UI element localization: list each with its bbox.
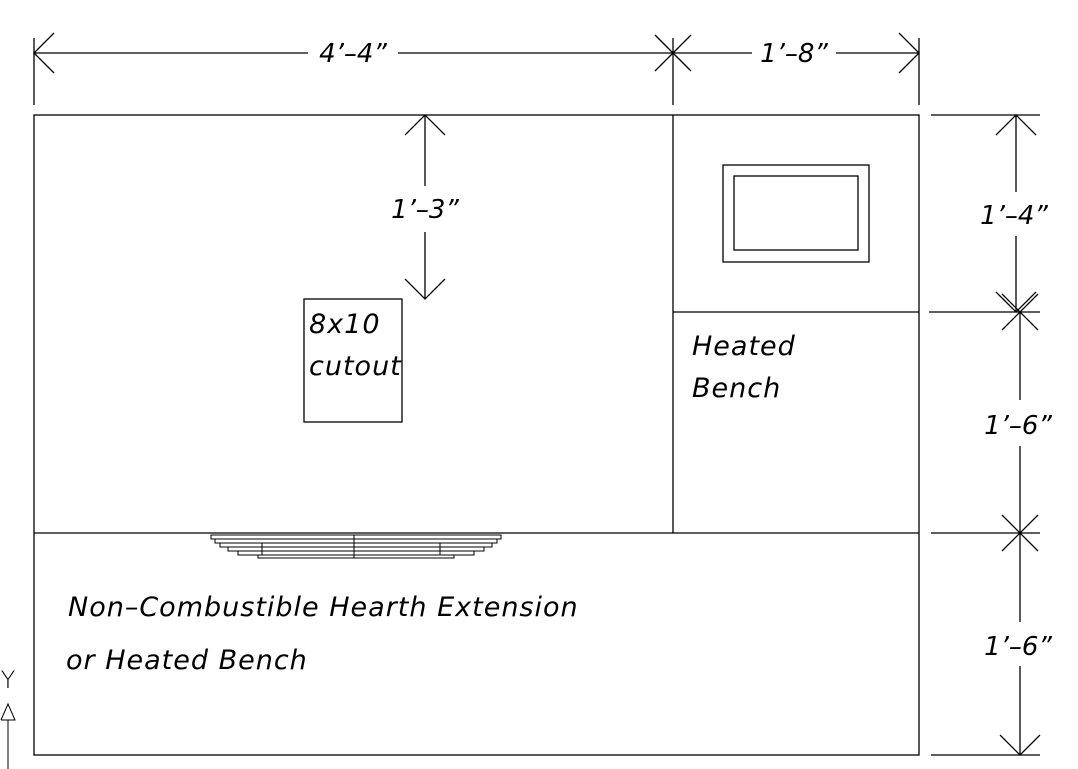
dimension-right-middle-text: 1’–6” bbox=[984, 411, 1052, 441]
dimension-right-lower-text: 1’–6” bbox=[984, 632, 1052, 662]
dimension-top-left bbox=[33, 32, 673, 105]
dimension-right-chain bbox=[929, 114, 1041, 756]
window-inner-frame bbox=[733, 175, 859, 251]
dimension-top-right bbox=[654, 32, 920, 105]
hearth-label-line1: Non–Combustible Hearth Extension bbox=[68, 592, 579, 623]
dimension-top-left-text: 4’–4” bbox=[319, 39, 387, 69]
y-axis-indicator-icon bbox=[0, 702, 16, 769]
bench-label-line1: Heated bbox=[692, 331, 796, 362]
dimension-top-right-text: 1’–8” bbox=[760, 39, 828, 69]
stove-plate bbox=[210, 534, 502, 559]
cutout-label-line2: cutout bbox=[309, 351, 402, 382]
cutout-label-line1: 8x10 bbox=[309, 309, 381, 340]
dimension-right-upper-text: 1’–4” bbox=[980, 201, 1048, 231]
bench-label-line2: Bench bbox=[692, 373, 781, 404]
cutout-rectangle bbox=[303, 298, 403, 423]
y-axis-label: Y bbox=[1, 666, 16, 694]
outer-boundary bbox=[33, 114, 920, 756]
hearth-label-line2: or Heated Bench bbox=[66, 645, 308, 676]
window-outer-frame bbox=[722, 164, 870, 263]
dimension-cutout-offset bbox=[404, 114, 446, 300]
dimension-cutout-offset-text: 1’–3” bbox=[391, 195, 459, 225]
